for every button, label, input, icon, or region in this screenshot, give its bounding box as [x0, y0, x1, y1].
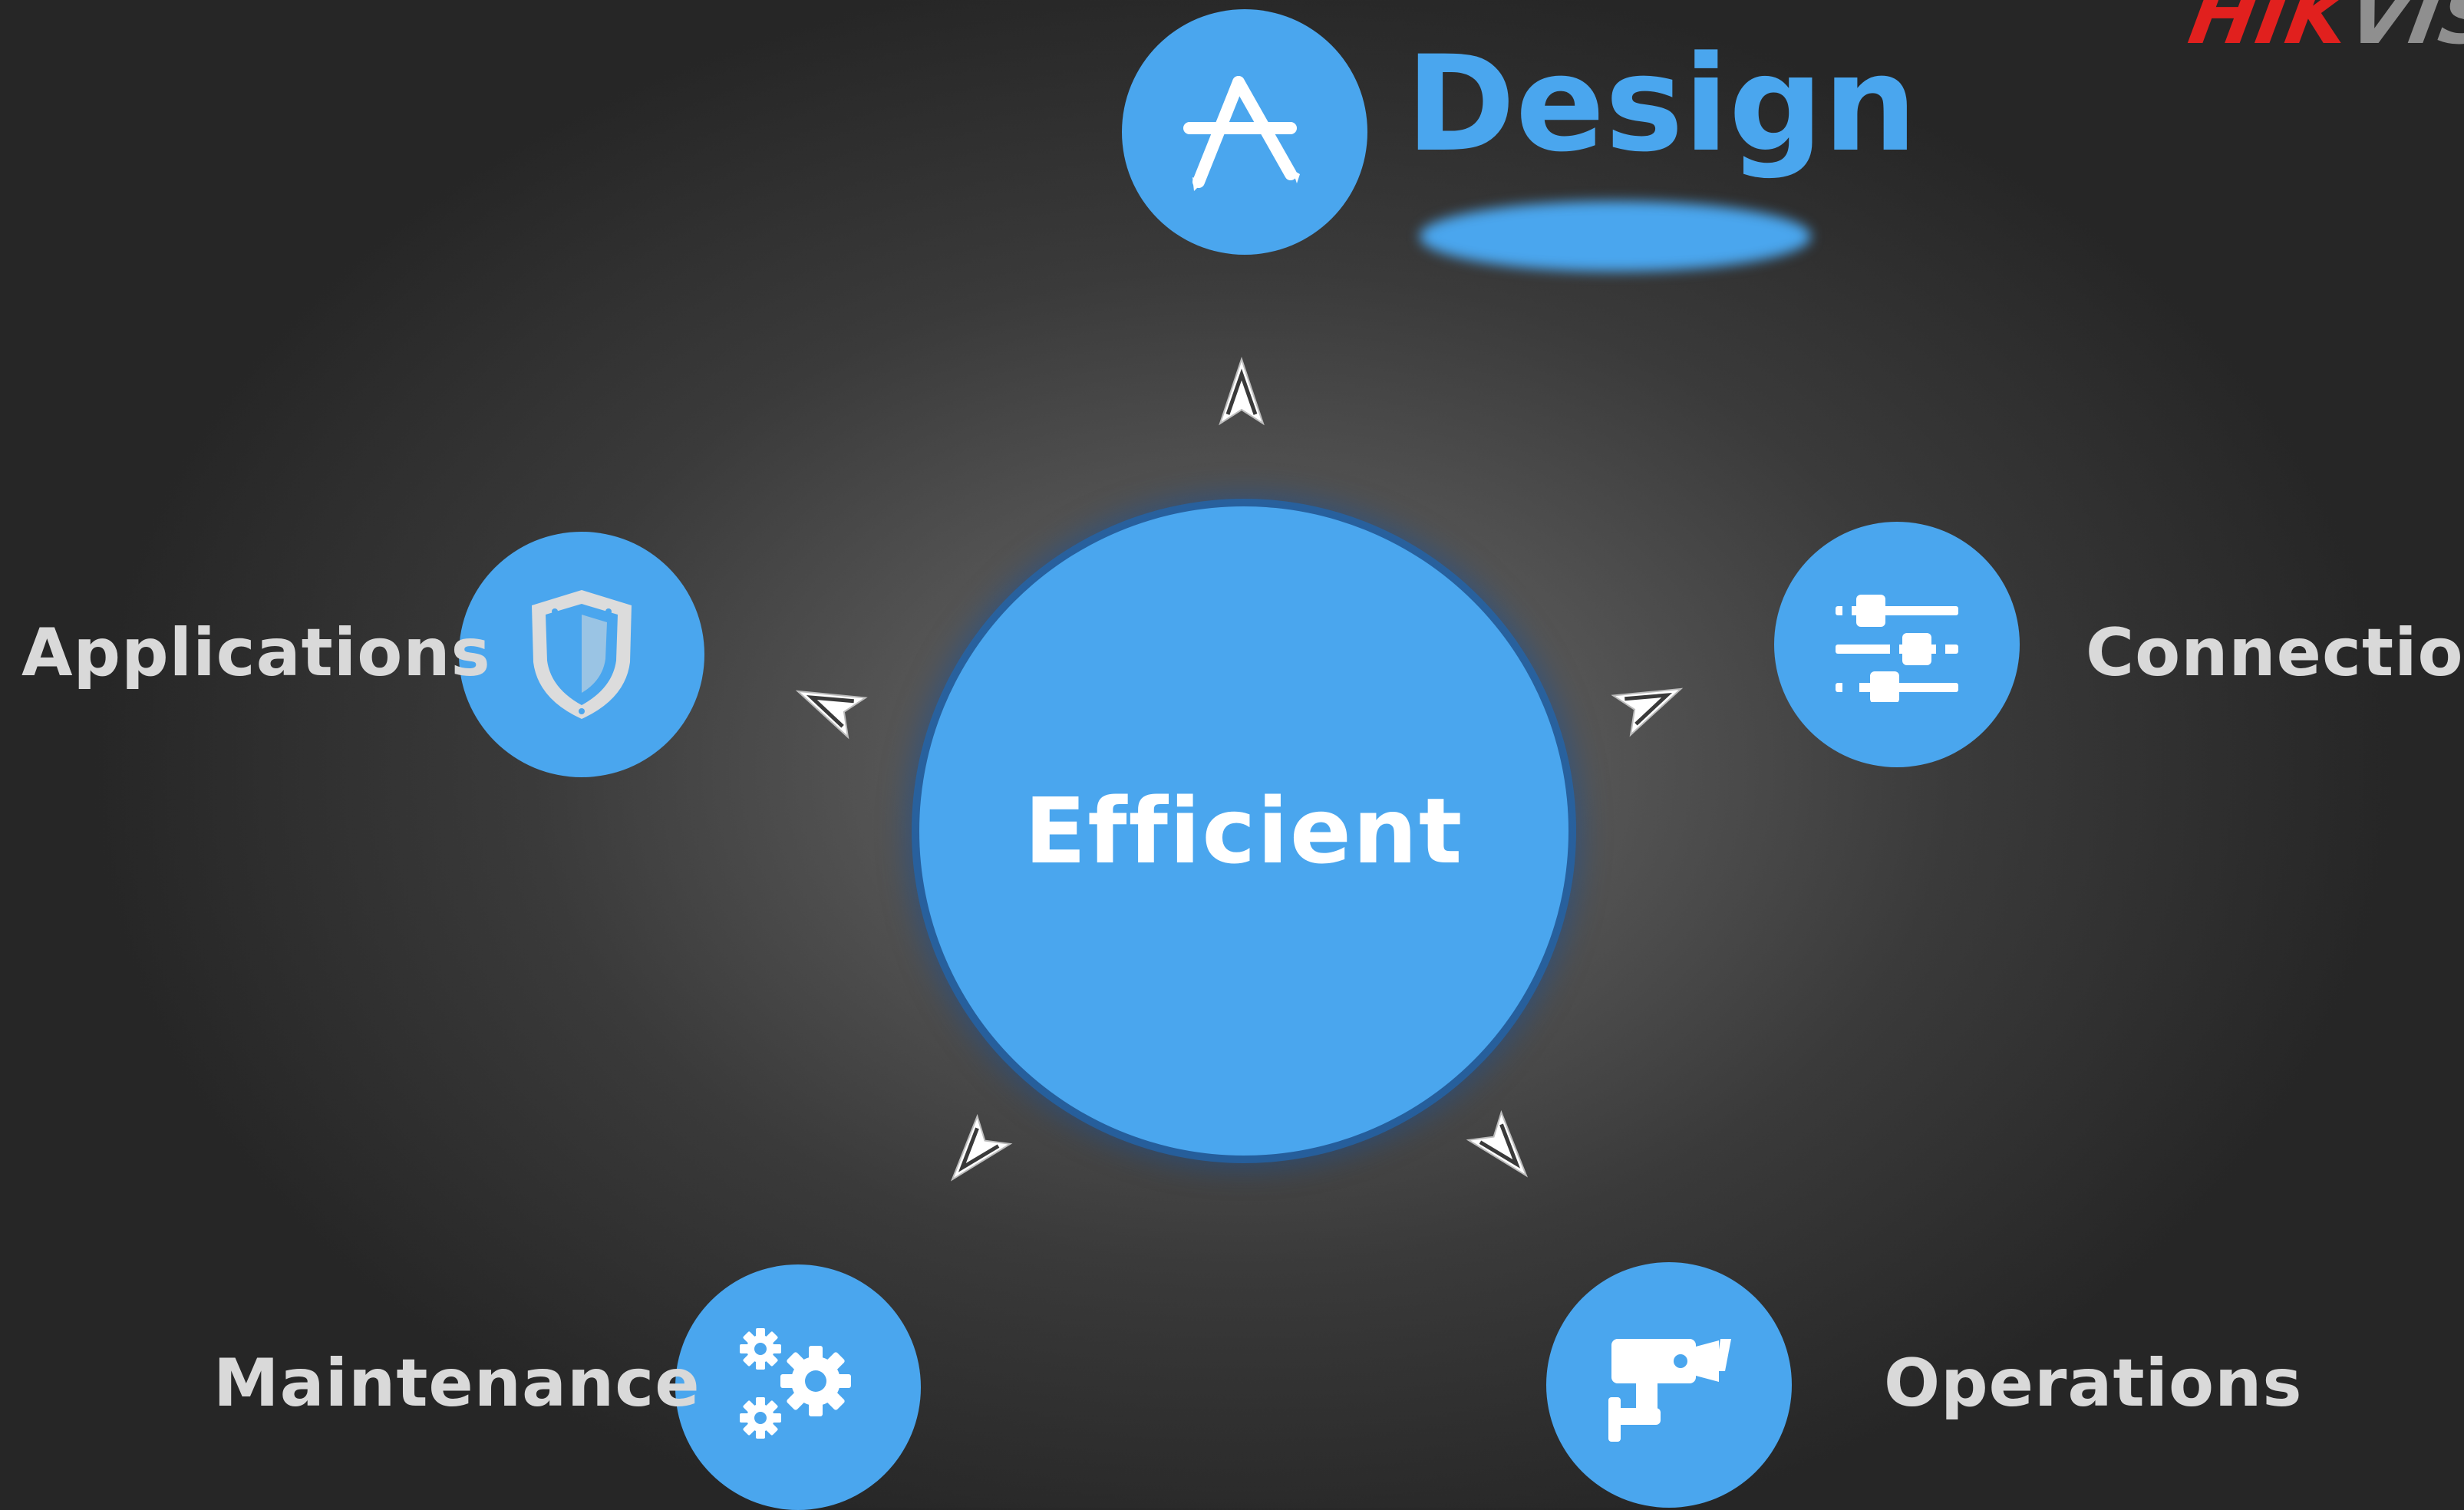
design-node [1122, 9, 1367, 255]
applications-label: Applications [21, 615, 491, 691]
brand-logo-part2: VIS [2340, 0, 2464, 62]
maintenance-node [675, 1264, 921, 1510]
brand-logo: HIKVIS [2182, 0, 2464, 62]
applications-node [459, 532, 704, 777]
maintenance-label: Maintenance [213, 1345, 701, 1422]
operations-label: Operations [1884, 1345, 2303, 1422]
brand-logo-part1: HIK [2182, 0, 2358, 62]
connection-label: Connection [2086, 615, 2464, 691]
shield-icon [532, 590, 632, 719]
design-underline-glow [1420, 201, 1811, 272]
design-label: Design [1406, 27, 1918, 181]
connection-node [1774, 522, 2020, 767]
gears-icon [740, 1328, 851, 1439]
operations-node [1546, 1262, 1792, 1508]
hub-circle: Efficient [919, 506, 1568, 1156]
hub-label: Efficient [1024, 778, 1464, 884]
app-store-icon [1183, 76, 1300, 191]
sliders-icon [1836, 595, 1958, 702]
security-camera-icon [1608, 1339, 1731, 1442]
